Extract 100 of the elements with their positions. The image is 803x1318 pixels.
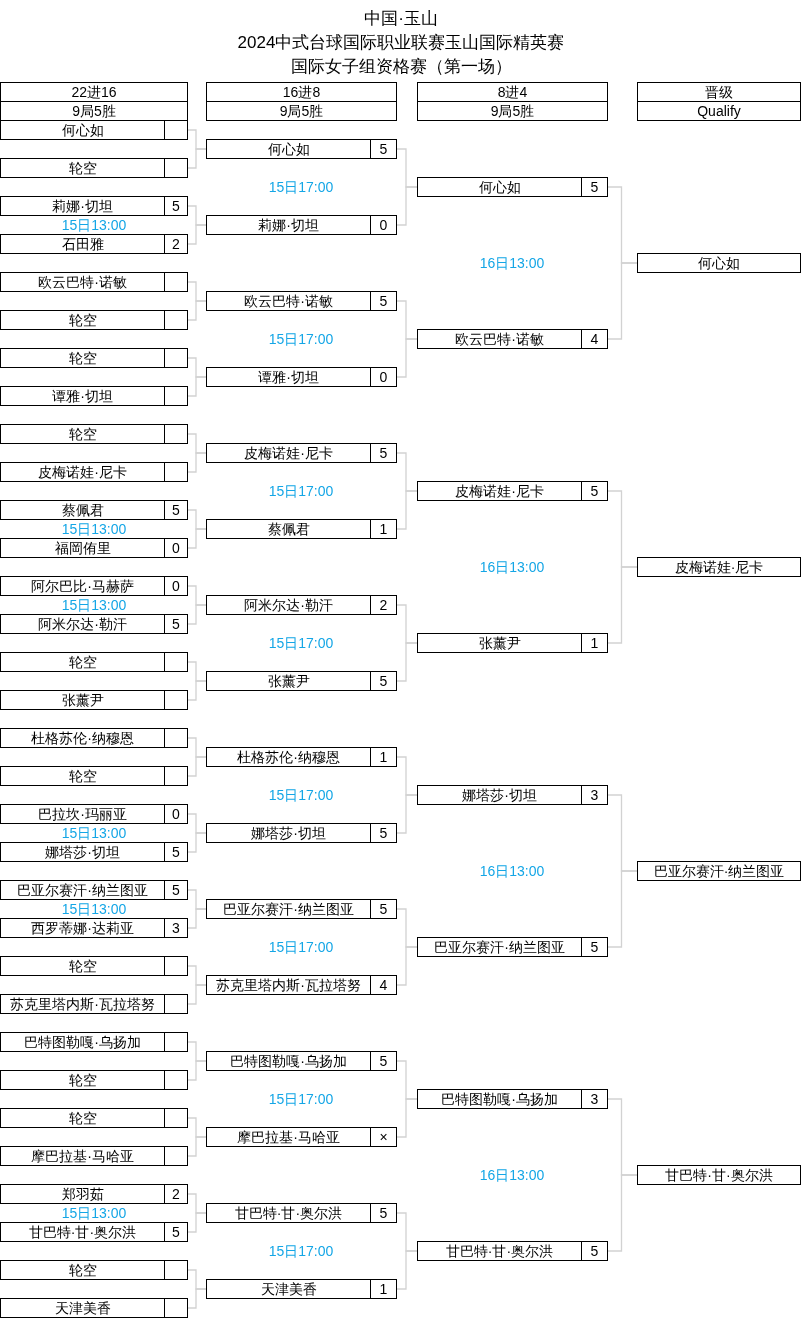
match-time: 15日17:00: [268, 1090, 334, 1108]
player-slot: [206, 671, 397, 691]
bracket-line: [607, 262, 638, 340]
player-slot: [417, 937, 608, 957]
score-cell: 5: [581, 482, 607, 500]
player-slot: [637, 1165, 801, 1185]
player-name: 皮梅诺娃·尼卡: [455, 483, 544, 499]
player-name: 轮空: [68, 426, 97, 442]
column-header: [417, 82, 608, 121]
score-cell: 1: [370, 1280, 396, 1298]
player-slot: [637, 557, 801, 577]
score-cell: 4: [581, 330, 607, 348]
match-time: 15日13:00: [61, 216, 127, 234]
match-time: 15日13:00: [61, 520, 127, 538]
player-name: 张薰尹: [61, 692, 104, 708]
player-name: 阿米尔达·勒汗: [244, 597, 333, 613]
bracket-line: [187, 832, 207, 853]
player-slot: [206, 595, 397, 615]
player-name: 阿尔巴比·马赫萨: [31, 578, 134, 594]
player-name: 皮梅诺娃·尼卡: [244, 445, 333, 461]
match-time: 15日17:00: [268, 938, 334, 956]
player-slot: [417, 481, 608, 501]
player-name: 福岡侑里: [54, 540, 111, 556]
player-name: 苏克里塔内斯·瓦拉塔努: [216, 977, 361, 993]
player-slot: [206, 975, 397, 995]
player-slot: [0, 1070, 188, 1090]
player-name: 天津美香: [54, 1300, 111, 1316]
player-name: 皮梅诺娃·尼卡: [38, 464, 127, 480]
bracket-line: [187, 376, 207, 397]
player-slot: [417, 1241, 608, 1261]
player-slot: [0, 880, 188, 900]
player-slot: [0, 766, 188, 786]
score-cell: 2: [164, 1185, 187, 1203]
round-name: 22进16: [71, 84, 117, 100]
player-slot: [0, 196, 188, 216]
player-slot: [206, 899, 397, 919]
title: 2024中式台球国际职业联赛玉山国际精英赛: [237, 33, 565, 53]
bracket-line: [396, 642, 418, 682]
score-cell: 5: [581, 1242, 607, 1260]
match-time: 15日17:00: [268, 1242, 334, 1260]
match-time: 15日17:00: [268, 786, 334, 804]
player-slot: [0, 158, 188, 178]
player-slot: [0, 842, 188, 862]
player-name: 娜塔莎·切坦: [251, 825, 326, 841]
player-slot: [0, 1108, 188, 1128]
player-slot: [0, 804, 188, 824]
bracket-line: [187, 452, 207, 473]
player-name: 蔡佩君: [267, 521, 310, 537]
bracket-line: [607, 566, 638, 644]
score-cell: 5: [370, 672, 396, 690]
bracket-line: [187, 1136, 207, 1157]
player-name: 轮空: [68, 1262, 97, 1278]
player-name: 巴亚尔赛汗·纳兰图亚: [653, 863, 785, 879]
player-slot: [0, 956, 188, 976]
player-slot: [206, 367, 397, 387]
bracket-line: [396, 186, 418, 226]
player-slot: [206, 1051, 397, 1071]
player-name: 欧云巴特·诺敏: [38, 274, 127, 290]
player-name: 轮空: [68, 654, 97, 670]
player-name: 苏克里塔内斯·瓦拉塔努: [10, 996, 155, 1012]
player-name: 巴亚尔赛汗·纳兰图亚: [17, 882, 148, 898]
bracket-line: [396, 1098, 418, 1138]
match-time: 15日13:00: [61, 900, 127, 918]
player-slot: [0, 1146, 188, 1166]
score-cell: 0: [370, 368, 396, 386]
score-cell: 5: [370, 140, 396, 158]
score-cell: 5: [370, 900, 396, 918]
score-cell: 3: [581, 1090, 607, 1108]
score-cell: 5: [164, 615, 187, 633]
bracket-line: [187, 756, 207, 777]
player-name: 甘巴特·甘·奥尔洪: [445, 1243, 554, 1259]
player-name: 巴特图勒嘎·乌扬加: [230, 1053, 347, 1069]
player-slot: [0, 1260, 188, 1280]
player-name: 巴特图勒嘎·乌扬加: [441, 1091, 558, 1107]
match-time: 15日13:00: [61, 1204, 127, 1222]
bracket-line: [187, 148, 207, 169]
player-name: 阿米尔达·勒汗: [38, 616, 127, 632]
score-cell: 3: [581, 786, 607, 804]
match-format: 9局5胜: [72, 103, 116, 119]
player-name: 轮空: [68, 160, 97, 176]
player-name: 何心如: [267, 141, 310, 157]
location-heading: 中国·玉山: [364, 9, 438, 29]
player-name: 甘巴特·甘·奥尔洪: [234, 1205, 343, 1221]
player-slot: [206, 747, 397, 767]
bracket-line: [396, 1250, 418, 1290]
score-cell: 3: [164, 919, 187, 937]
player-slot: [0, 348, 188, 368]
player-slot: [417, 785, 608, 805]
match-time: 16日13:00: [479, 558, 545, 576]
match-time: 15日17:00: [268, 178, 334, 196]
player-name: 轮空: [68, 1110, 97, 1126]
player-slot: [0, 1032, 188, 1052]
bracket-line: [396, 338, 418, 378]
score-cell: 5: [164, 1223, 187, 1241]
score-cell: 5: [370, 1052, 396, 1070]
player-name: 甘巴特·甘·奥尔洪: [28, 1224, 137, 1240]
match-time: 16日13:00: [479, 862, 545, 880]
round-name: 8进4: [497, 84, 528, 100]
match-time: 15日17:00: [268, 330, 334, 348]
player-slot: [417, 329, 608, 349]
